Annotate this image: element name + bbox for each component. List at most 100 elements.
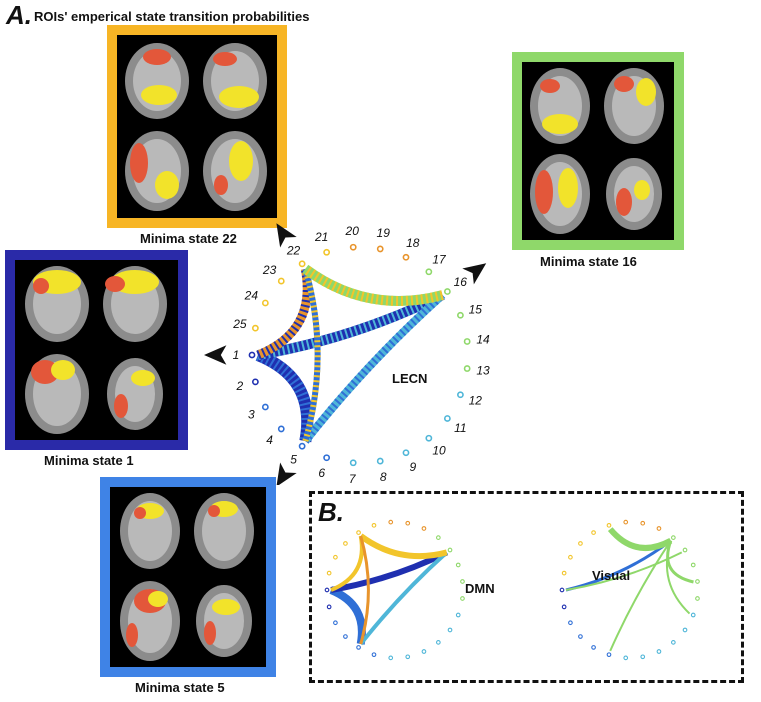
transition-edge-stripes bbox=[257, 290, 445, 360]
node-marker bbox=[402, 449, 410, 457]
brain-slice bbox=[120, 581, 180, 661]
transition-edge bbox=[666, 540, 694, 584]
brain-slice bbox=[125, 131, 189, 211]
node-marker bbox=[455, 612, 461, 618]
brain-slice bbox=[604, 68, 664, 144]
state-22-frame bbox=[107, 25, 287, 228]
node-label: 2 bbox=[236, 379, 244, 393]
node-marker bbox=[640, 520, 646, 526]
node-marker bbox=[656, 649, 662, 654]
brain-slice bbox=[530, 68, 590, 144]
panel-a-letter: A. bbox=[6, 0, 32, 30]
node-marker bbox=[343, 634, 348, 639]
node-marker bbox=[606, 522, 612, 528]
state-5-caption: Minima state 5 bbox=[135, 680, 225, 695]
brain-slice bbox=[125, 43, 189, 119]
node-marker bbox=[460, 579, 465, 584]
node-label: 16 bbox=[454, 275, 468, 289]
node-marker bbox=[425, 268, 433, 276]
node-marker bbox=[388, 519, 394, 525]
node-marker bbox=[421, 649, 427, 654]
node-marker bbox=[376, 245, 384, 253]
node-marker bbox=[323, 454, 331, 462]
state-5-frame bbox=[100, 477, 276, 677]
transition-edge bbox=[358, 533, 448, 560]
node-marker bbox=[261, 299, 269, 307]
node-marker bbox=[251, 324, 259, 332]
state-arrows bbox=[204, 223, 487, 485]
transition-edge bbox=[609, 540, 672, 652]
panel-b-graphs: DMN Visual bbox=[324, 519, 700, 661]
node-marker bbox=[349, 459, 357, 467]
node-marker bbox=[561, 604, 567, 610]
node-label: 8 bbox=[380, 470, 387, 484]
node-marker bbox=[578, 541, 583, 546]
brain-slice bbox=[203, 131, 267, 211]
node-marker bbox=[356, 645, 361, 650]
node-marker bbox=[425, 434, 433, 442]
network-label: LECN bbox=[392, 371, 427, 386]
state-16-caption: Minima state 16 bbox=[540, 254, 637, 269]
node-marker bbox=[343, 541, 348, 546]
transition-edge bbox=[665, 540, 691, 615]
node-marker bbox=[323, 248, 331, 256]
brain-scan-state-22 bbox=[117, 35, 277, 218]
node-marker bbox=[578, 634, 583, 639]
node-marker bbox=[447, 627, 453, 633]
node-label: 24 bbox=[244, 288, 259, 302]
brain-slice bbox=[103, 266, 167, 342]
transition-edge-stripes bbox=[302, 292, 446, 444]
brain-slice bbox=[107, 358, 163, 430]
node-label: 14 bbox=[476, 332, 490, 346]
node-marker bbox=[277, 425, 285, 433]
node-marker bbox=[421, 526, 427, 531]
state-arrow bbox=[276, 462, 297, 485]
node-label: 1 bbox=[233, 348, 240, 362]
panel-b-box bbox=[309, 491, 744, 683]
brain-slice bbox=[203, 43, 267, 119]
node-marker bbox=[405, 520, 411, 526]
node-marker bbox=[356, 530, 361, 535]
node-marker bbox=[568, 620, 573, 626]
brain-slice bbox=[120, 493, 180, 569]
node-marker bbox=[388, 655, 394, 661]
transition-edge-stripes bbox=[302, 268, 321, 442]
node-marker bbox=[455, 562, 461, 568]
node-marker bbox=[261, 403, 269, 411]
node-marker bbox=[405, 654, 411, 660]
transition-edge bbox=[330, 549, 449, 593]
node-marker bbox=[248, 351, 256, 359]
node-marker bbox=[376, 457, 384, 465]
node-marker bbox=[463, 365, 471, 372]
node-label: 13 bbox=[476, 364, 490, 378]
state-arrow bbox=[204, 345, 227, 365]
node-marker bbox=[457, 391, 464, 399]
node-marker bbox=[349, 243, 357, 251]
node-marker bbox=[591, 645, 596, 650]
node-marker bbox=[324, 587, 330, 593]
visual-label: Visual bbox=[592, 568, 630, 583]
node-label: 9 bbox=[409, 460, 416, 474]
brain-slice bbox=[196, 585, 252, 657]
transition-edge bbox=[565, 551, 683, 591]
node-marker bbox=[623, 519, 629, 525]
node-marker bbox=[326, 604, 332, 610]
node-marker bbox=[591, 530, 596, 535]
node-marker bbox=[435, 640, 441, 645]
transition-edge bbox=[607, 527, 673, 551]
node-label: 11 bbox=[454, 421, 466, 435]
node-marker bbox=[568, 554, 573, 560]
node-label: 23 bbox=[262, 263, 277, 277]
node-marker bbox=[443, 415, 451, 422]
brain-scan-state-1 bbox=[15, 260, 178, 440]
brain-slice bbox=[606, 158, 662, 230]
node-marker bbox=[640, 654, 646, 660]
panel-a-title: ROIs' emperical state transition probabi… bbox=[34, 9, 310, 24]
node-marker bbox=[371, 522, 377, 528]
node-label: 6 bbox=[318, 466, 325, 480]
node-marker bbox=[402, 253, 410, 261]
node-label: 15 bbox=[469, 302, 483, 316]
state-22-caption: Minima state 22 bbox=[140, 231, 237, 246]
node-marker bbox=[670, 535, 676, 540]
